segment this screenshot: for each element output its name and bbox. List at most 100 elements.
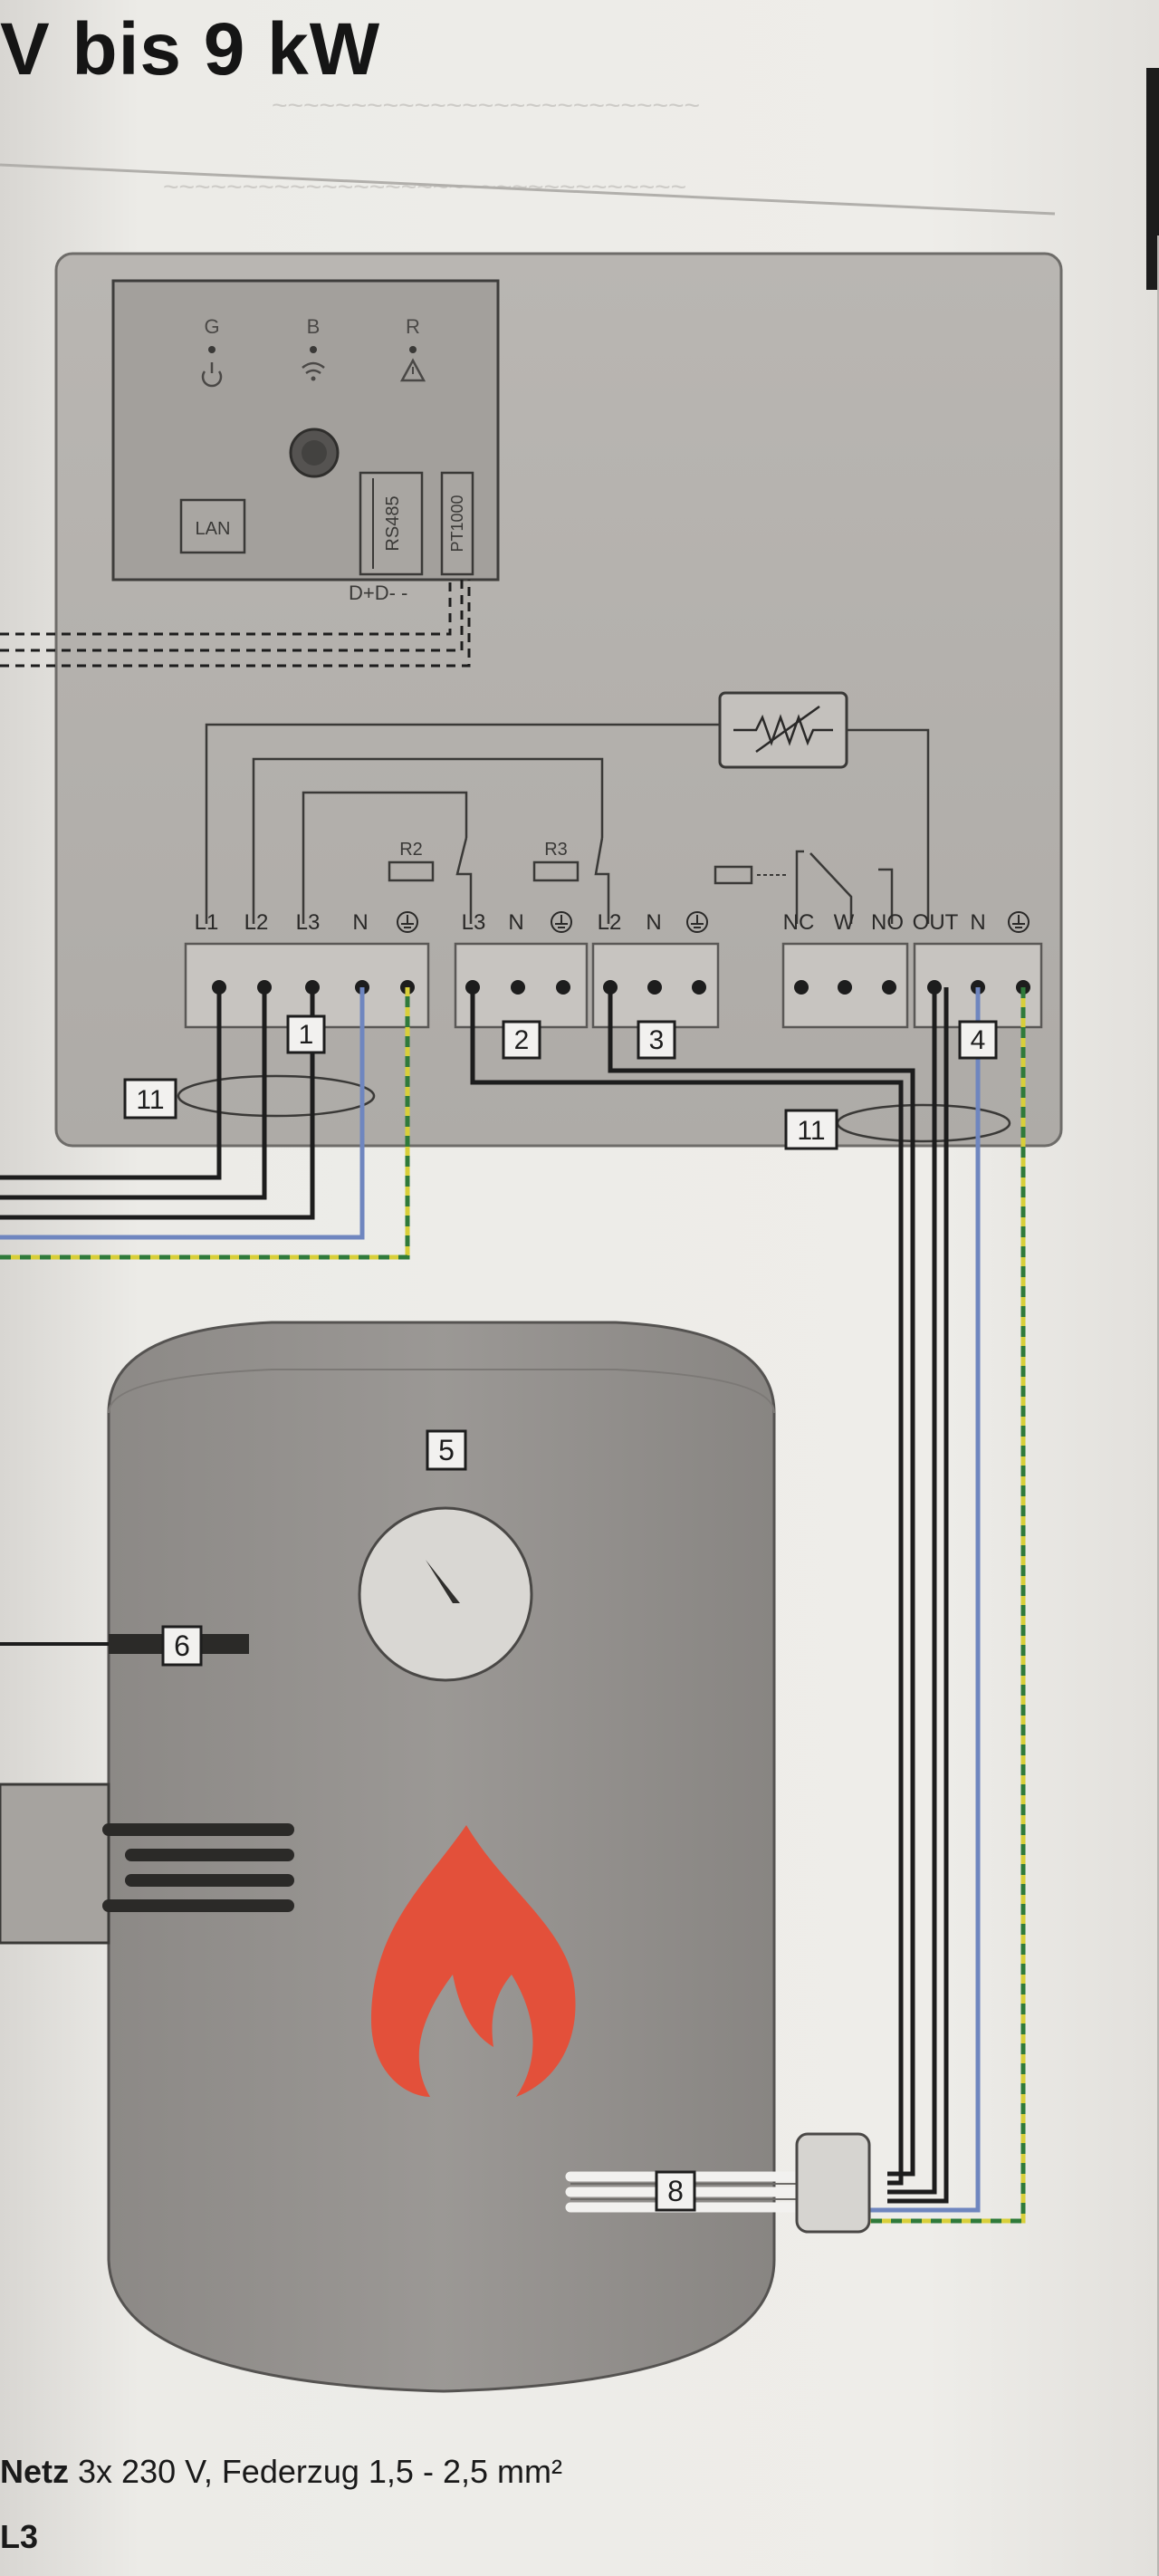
gauge-needle bbox=[426, 1560, 460, 1603]
terminal-label-l2: L2 bbox=[598, 910, 622, 935]
callout-3: 3 bbox=[637, 1020, 676, 1060]
immersion-heater-head bbox=[795, 2132, 871, 2234]
relay-r2-contact bbox=[455, 837, 473, 924]
led-dot bbox=[310, 346, 317, 353]
mains-wire-l1 bbox=[0, 987, 222, 1180]
earth-icon bbox=[686, 911, 708, 933]
footnote-line2: L3 bbox=[0, 2518, 39, 2555]
terminal-label-no: NO bbox=[871, 910, 904, 935]
callout-4: 4 bbox=[958, 1020, 998, 1060]
warning-icon bbox=[399, 358, 426, 382]
rs485-label: RS485 bbox=[383, 495, 403, 551]
page-edge-line bbox=[1157, 235, 1159, 2576]
terminal-label-n: N bbox=[646, 910, 661, 935]
relay-w-coil bbox=[714, 865, 753, 885]
mains-wire-l3 bbox=[0, 987, 315, 1220]
callout-2: 2 bbox=[502, 1020, 541, 1060]
signal-cable bbox=[0, 580, 471, 668]
rs485-port bbox=[359, 471, 424, 576]
terminal-label-n: N bbox=[508, 910, 523, 935]
led-letter: B bbox=[307, 315, 321, 338]
terminal-label-w: W bbox=[834, 910, 855, 935]
relay-r3-contact bbox=[594, 837, 610, 924]
mains-wire-n bbox=[0, 987, 365, 1240]
terminal-label-n: N bbox=[970, 910, 985, 935]
earth-icon bbox=[551, 911, 572, 933]
callout-11-mains: 11 bbox=[123, 1078, 177, 1120]
external-heat-source bbox=[0, 1783, 110, 1945]
callout-number: 3 bbox=[649, 1025, 665, 1055]
footnote-netz: Netz 3x 230 V, Federzug 1,5 - 2,5 mm² bbox=[0, 2453, 562, 2491]
led-dot bbox=[409, 346, 417, 353]
footnote-netz-spec: 3x 230 V, Federzug 1,5 - 2,5 mm² bbox=[69, 2453, 562, 2490]
water-tank bbox=[107, 1321, 776, 2393]
internal-wire bbox=[847, 728, 930, 924]
heater-wire bbox=[887, 987, 949, 2204]
heater-wire-n bbox=[869, 987, 981, 2213]
internal-wire bbox=[205, 723, 720, 924]
callout-number: 11 bbox=[136, 1085, 164, 1115]
power-icon bbox=[201, 362, 223, 388]
mains-wire-l2 bbox=[0, 987, 267, 1200]
callout-number: 8 bbox=[667, 2175, 684, 2207]
page-edge-bar bbox=[1146, 68, 1159, 290]
resistor-variable-arrow bbox=[755, 705, 820, 754]
relay-w-blade bbox=[809, 852, 853, 924]
callout-number: 2 bbox=[514, 1025, 530, 1055]
led-letter: R bbox=[406, 315, 420, 338]
rs485-pin-labels: D+D- - bbox=[349, 582, 407, 604]
page-title: V bis 9 kW bbox=[0, 8, 381, 91]
control-button-center bbox=[302, 440, 327, 466]
terminal-label-l3: L3 bbox=[296, 910, 321, 935]
heater-wire bbox=[887, 987, 937, 2195]
terminal-label-l1: L1 bbox=[195, 910, 219, 935]
pt1000-label: PT1000 bbox=[448, 495, 466, 552]
heat-exchanger-coil bbox=[102, 1823, 294, 1912]
relay-r2-label: R2 bbox=[399, 840, 423, 860]
callout-1: 1 bbox=[286, 1014, 326, 1054]
internal-wire bbox=[302, 791, 468, 924]
pt1000-port bbox=[440, 471, 474, 576]
callout-5: 5 bbox=[426, 1429, 467, 1471]
callout-number: 4 bbox=[971, 1025, 986, 1055]
led-r: R bbox=[399, 315, 426, 382]
callout-6: 6 bbox=[161, 1625, 203, 1667]
relay-r3-label: R3 bbox=[544, 840, 568, 860]
relay-r3-coil bbox=[532, 860, 580, 882]
led-letter: G bbox=[204, 315, 219, 338]
heater-wire bbox=[470, 987, 904, 2186]
heater-wire bbox=[608, 987, 915, 2177]
title-divider bbox=[0, 163, 1056, 216]
signal-cable bbox=[0, 580, 452, 636]
tank-top-edge bbox=[108, 1369, 775, 1414]
led-dot bbox=[208, 346, 216, 353]
terminal-label-l3: L3 bbox=[462, 910, 486, 935]
terminal-label-nc: NC bbox=[783, 910, 815, 935]
terminal-label-n: N bbox=[352, 910, 368, 935]
callout-11-heater: 11 bbox=[784, 1109, 838, 1150]
thermometer-gauge bbox=[358, 1506, 533, 1682]
terminal-label-l2: L2 bbox=[244, 910, 269, 935]
relay-w-no bbox=[878, 868, 894, 924]
relay-r2-coil bbox=[388, 860, 435, 882]
terminal-label-out: OUT bbox=[913, 910, 959, 935]
internal-wire bbox=[252, 757, 604, 924]
mains-wire-pe-stripe bbox=[0, 987, 410, 1260]
callout-number: 1 bbox=[299, 1020, 314, 1050]
earth-icon bbox=[1008, 911, 1030, 933]
signal-cable bbox=[0, 580, 464, 652]
lan-port bbox=[179, 498, 246, 554]
relay-w-nc bbox=[795, 850, 804, 924]
wifi-icon bbox=[302, 361, 325, 381]
led-g: G bbox=[201, 315, 223, 388]
callout-8: 8 bbox=[655, 2170, 696, 2212]
bleed-through-text: ~~~~~~~~~~~~~~~~~~~~~~~~~~~ bbox=[272, 91, 701, 120]
led-b: B bbox=[302, 315, 325, 381]
flame-icon bbox=[371, 1825, 576, 2097]
earth-icon bbox=[397, 911, 418, 933]
callout-number: 5 bbox=[438, 1434, 455, 1466]
callout-number: 6 bbox=[174, 1629, 190, 1662]
footnote-netz-label: Netz bbox=[0, 2453, 70, 2490]
